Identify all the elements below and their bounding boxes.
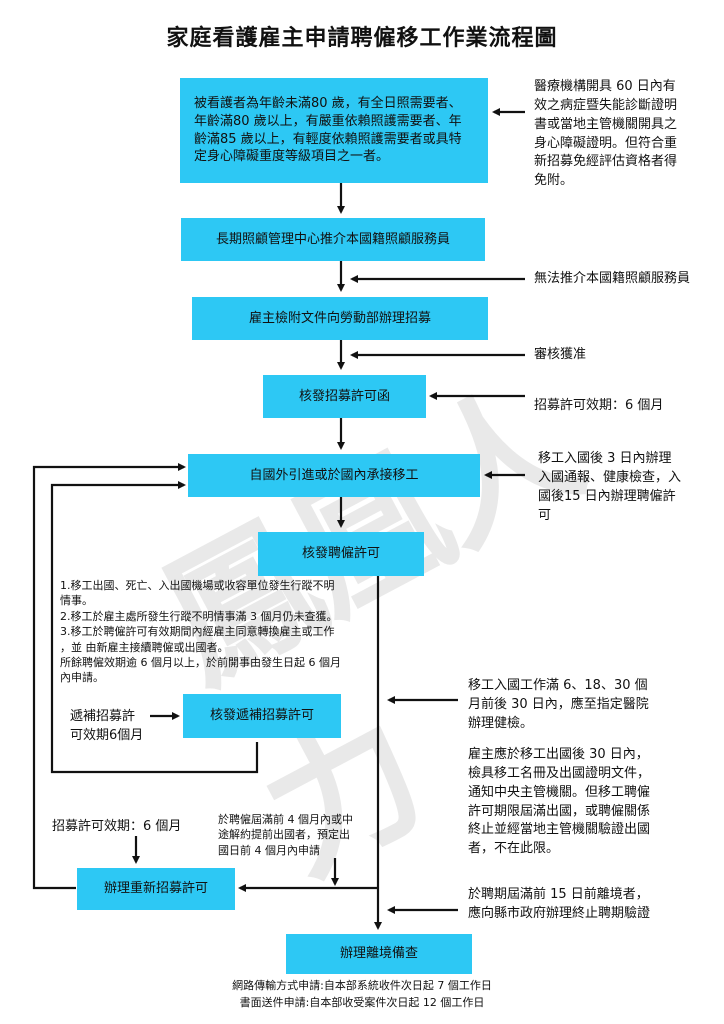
- expiry-apply-note: 於聘僱屆滿前 4 個月內或中 途解約提前出國者，預定出 國日前 4 個月內申請: [218, 813, 353, 857]
- loop-renew: [32, 463, 186, 890]
- footer-note: 網路傳輸方式申請:自本部系統收件次日起 7 個工作日 書面送件申請:自本部收受案…: [232, 979, 492, 1009]
- loop-replacement: [50, 481, 259, 774]
- leave-record-box: 辦理離境備查: [286, 934, 472, 974]
- replacement-validity-note: 遞補招募許 可效期6個月: [70, 709, 144, 743]
- ltc-referral-box: 長期照顧管理中心推介本國籍照顧服務員: [181, 218, 485, 261]
- arrival-note: 移工入國後 3 日內辦理 入國通報、健康檢查，入 國後15 日內辦理聘僱許 可: [538, 451, 682, 523]
- early-leave-note: 於聘期屆滿前 15 日前離境者， 應向縣市政府辦理終止聘期驗證: [468, 887, 651, 921]
- eligibility-box: 被看護者為年齡未滿80 歲，有全日照需要者、年齡滿80 歲以上，有嚴重依賴照護需…: [180, 78, 488, 183]
- exit-notice-note: 雇主應於移工出國後 30 日內， 檢具移工名冊及出國證明文件， 通知中央主管機關…: [468, 747, 651, 857]
- recruit-apply-box: 雇主檢附文件向勞動部辦理招募: [192, 297, 488, 340]
- medical-note: 醫療機構開具 60 日內有 效之病症暨失能診斷證明 書或當地主管機關開具之 身心…: [534, 79, 678, 189]
- no-local-note: 無法推介本國籍照顧服務員: [534, 271, 691, 286]
- conditions-note: 1.移工出國、死亡、入出國機場或收容單位發生行蹤不明 情事。 2.移工於雇主處所…: [60, 579, 341, 685]
- recruit-permit-box: 核發招募許可函: [263, 375, 426, 418]
- replacement-permit-box: 核發遞補招募許可: [183, 694, 341, 738]
- recruit-validity-note: 招募許可效期：6 個月: [534, 398, 664, 413]
- page-title: 家庭看護雇主申請聘僱移工作業流程圖: [166, 26, 558, 51]
- recruit-validity-left-note: 招募許可效期：6 個月: [52, 819, 182, 834]
- employ-permit-box: 核發聘僱許可: [258, 532, 424, 576]
- approved-note: 審核獲准: [534, 347, 587, 362]
- introduce-box: 自國外引進或於國內承接移工: [188, 454, 480, 497]
- health-check-note: 移工入國工作滿 6、18、30 個 月前後 30 日內，應至指定醫院 辦理健檢。: [468, 678, 649, 731]
- renew-permit-box: 辦理重新招募許可: [77, 868, 235, 910]
